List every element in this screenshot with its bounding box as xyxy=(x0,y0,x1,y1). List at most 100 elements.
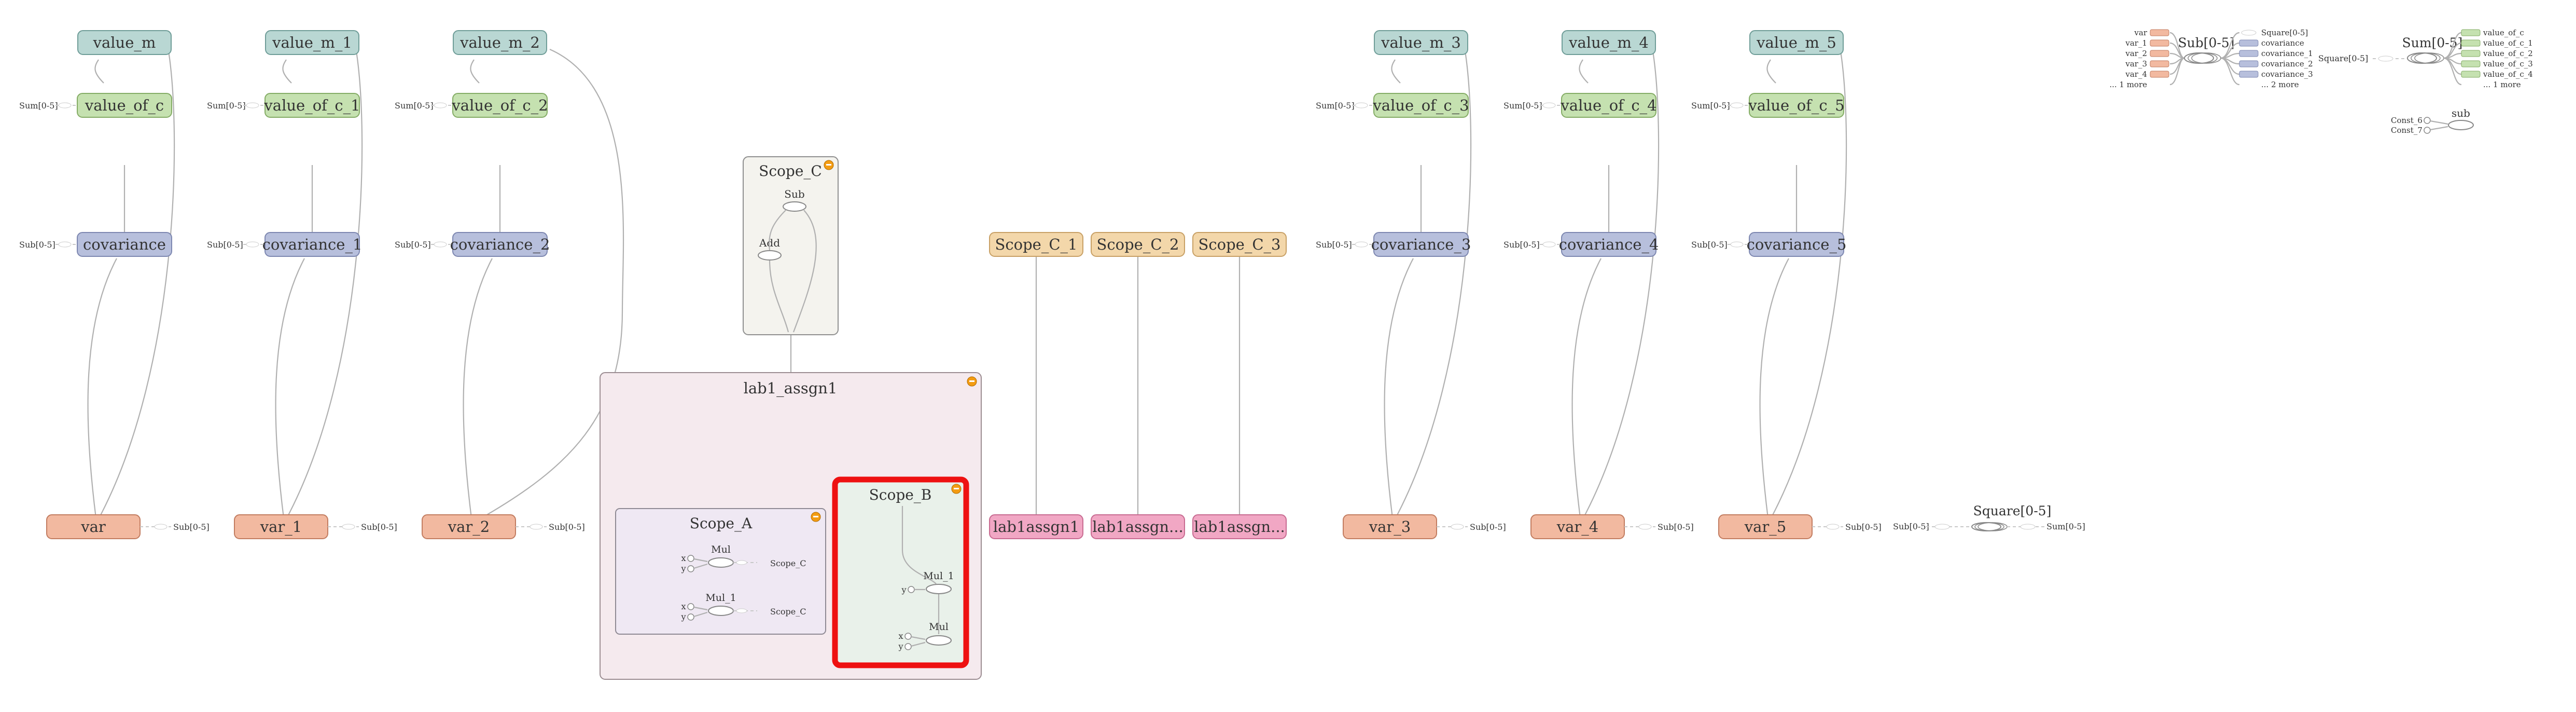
aux-sub-output-chip xyxy=(2239,50,2259,57)
node-value-m-5[interactable]: value_m_5 xyxy=(1749,30,1844,55)
node-value-of-c-label: value_of_c xyxy=(85,97,164,115)
side-stub xyxy=(434,241,447,248)
side-input-label: Sub[0-5] xyxy=(1316,240,1352,250)
node-lab2[interactable]: lab1assgn... xyxy=(1091,514,1185,539)
sub-op-node[interactable] xyxy=(783,201,806,212)
node-value-m-4[interactable]: value_m_4 xyxy=(1562,30,1656,55)
edge-value-m-3-value-of-c-3 xyxy=(1391,59,1401,84)
node-scope-c-2[interactable]: Scope_C_2 xyxy=(1091,232,1185,257)
aux-sub2-op-node[interactable] xyxy=(2448,120,2474,130)
node-var-4-label: var_4 xyxy=(1556,518,1599,536)
mul-op-node[interactable] xyxy=(708,557,734,568)
aux-sub-outputs: Square[0-5]covariancecovariance_1covaria… xyxy=(2220,28,2313,89)
square-group[interactable]: Square[0-5] Sub[0-5] Sum[0-5] xyxy=(1893,503,2085,531)
aux-sub2-group[interactable]: sub Const_6 Const_7 xyxy=(2391,107,2474,135)
side-input-label: Sub[0-5] xyxy=(395,240,431,250)
side-stub xyxy=(342,524,355,530)
x-input-node[interactable] xyxy=(687,555,694,562)
side-input-label: Sub[0-5] xyxy=(1691,240,1728,250)
side-input-label: Sum[0-5] xyxy=(19,101,58,111)
y-input-node[interactable] xyxy=(687,565,694,572)
mul-op-node[interactable] xyxy=(926,635,952,646)
out-stub xyxy=(2020,524,2036,530)
mul-1-label: Mul_1 xyxy=(705,592,736,604)
in-stub xyxy=(1934,524,1950,530)
sub-op-label: Sub xyxy=(784,188,804,200)
node-value-of-c[interactable]: value_of_c Sum[0-5] xyxy=(19,93,172,118)
x-input-node[interactable] xyxy=(904,633,912,640)
node-covariance-3-label: covariance_3 xyxy=(1371,236,1471,254)
node-var-3-label: var_3 xyxy=(1369,518,1411,536)
node-scope-c-2-label: Scope_C_2 xyxy=(1097,236,1179,254)
edge-sub-add xyxy=(769,210,786,251)
node-value-m-label: value_m xyxy=(93,34,156,52)
scope-c-group[interactable]: Scope_C Sub Add xyxy=(743,156,839,335)
aux-sum-group[interactable]: Sum[0-5] Square[0-5] value_of_cvalue_of_… xyxy=(2318,28,2533,89)
node-lab3[interactable]: lab1assgn... xyxy=(1192,514,1287,539)
node-covariance-1-label: covariance_1 xyxy=(262,236,363,254)
node-scope-c-1-label: Scope_C_1 xyxy=(995,236,1078,254)
y-input-node[interactable] xyxy=(904,643,912,650)
aux-sub-output-chip xyxy=(2239,39,2259,47)
const-7-node[interactable] xyxy=(2424,127,2431,134)
aux-sum-input-label: Square[0-5] xyxy=(2318,53,2368,63)
node-lab1[interactable]: lab1assgn1 xyxy=(989,514,1083,539)
minus-glyph xyxy=(813,516,818,517)
mul-1-op-node[interactable] xyxy=(708,606,734,616)
aux-sub-output-label: covariance_2 xyxy=(2261,59,2313,69)
y-input-node[interactable] xyxy=(687,613,694,621)
node-scope-c-3[interactable]: Scope_C_3 xyxy=(1192,232,1287,257)
out-stub xyxy=(736,560,747,565)
node-value-m-1[interactable]: value_m_1 xyxy=(265,30,359,55)
node-covariance-3[interactable]: covariance_3 Sub[0-5] xyxy=(1316,232,1471,257)
const-6-node[interactable] xyxy=(2424,117,2431,124)
side-input-label: Sum[0-5] xyxy=(1316,101,1355,111)
node-value-m-2[interactable]: value_m_2 xyxy=(453,30,547,55)
edge-consts-sub xyxy=(2430,120,2448,131)
node-scope-c-1[interactable]: Scope_C_1 xyxy=(989,232,1083,257)
mul-1-op-node[interactable] xyxy=(926,584,952,594)
edge-value-m-4-value-of-c-4 xyxy=(1579,59,1589,84)
square-op-node[interactable] xyxy=(1971,522,2001,531)
side-stub xyxy=(1542,241,1556,248)
side-stub xyxy=(1451,524,1464,530)
minus-glyph xyxy=(826,164,831,166)
side-stub xyxy=(1355,241,1368,248)
side-stub xyxy=(1730,241,1744,248)
side-stub xyxy=(58,102,72,108)
lab1-assgn1-group[interactable]: lab1_assgn1 Scope_A Mul x y Scope_C Mul_… xyxy=(600,372,982,680)
x-input-node[interactable] xyxy=(687,603,694,610)
aux-sum-op-node[interactable] xyxy=(2407,52,2437,64)
node-value-m-3[interactable]: value_m_3 xyxy=(1374,30,1468,55)
node-value-m[interactable]: value_m xyxy=(77,30,172,55)
scope-a-group[interactable]: Scope_A Mul x y Scope_C Mul_1 x y Scope_ xyxy=(615,508,826,635)
aux-sub-input-chip xyxy=(2150,50,2169,57)
edge-value-m-5-value-of-c-5 xyxy=(1766,59,1776,84)
scope-b-group[interactable]: Scope_B Mul_1 y Mul x y xyxy=(832,476,969,668)
y-input-node[interactable] xyxy=(908,586,915,593)
x-label: x xyxy=(898,631,903,641)
edge-value-m-2-var-2 xyxy=(479,48,624,519)
add-op-node[interactable] xyxy=(758,250,782,261)
aux-sub-op-node[interactable] xyxy=(2184,52,2214,64)
edge-covariance-5-var-5 xyxy=(1759,258,1789,518)
aux-sub-output-label: Square[0-5] xyxy=(2261,28,2308,37)
